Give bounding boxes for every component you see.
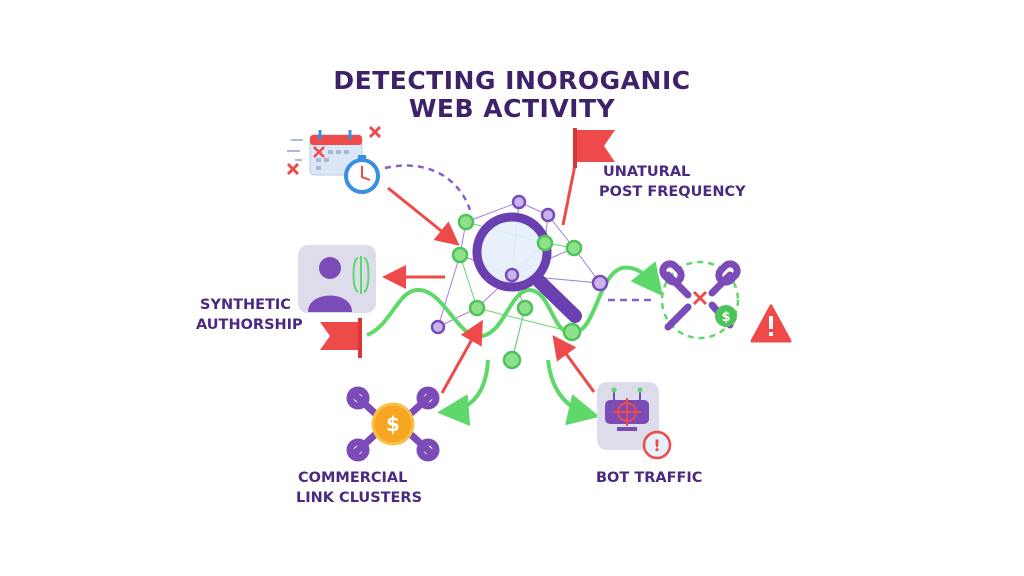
green-arrow-commercial (437, 359, 490, 427)
magnifier-icon (472, 212, 582, 323)
red-flag-left (320, 318, 362, 358)
broken-link-icon (659, 260, 741, 340)
label-synthetic-1: SYNTHETIC (200, 297, 291, 313)
alert-symbol: ! (653, 436, 660, 455)
label-synthetic-2: AUTHORSHIP (196, 317, 303, 333)
network-nodes-purple (430, 194, 609, 335)
red-flag-top (573, 128, 615, 168)
label-post-frequency-2: POST FREQUENCY (599, 184, 746, 200)
synthetic-author-icon (298, 245, 376, 313)
alert-circle-icon (642, 430, 672, 460)
brain-icon (352, 256, 370, 294)
stopwatch-icon (344, 155, 380, 194)
label-post-frequency-1: UNATURAL (603, 164, 691, 180)
title-line-2: WEB ACTIVITY (408, 94, 616, 123)
label-commercial-1: COMMERCIAL (298, 470, 408, 486)
label-bot-traffic: BOT TRAFFIC (596, 470, 703, 486)
label-commercial-2: LINK CLUSTERS (296, 490, 423, 506)
commercial-links-icon (346, 386, 440, 462)
x-mark-icon (368, 125, 382, 139)
green-wave (366, 261, 663, 339)
warning-icon (750, 304, 792, 343)
dollar-icon: $ (386, 412, 400, 436)
bot-icon (597, 382, 659, 450)
x-mark-icon (286, 162, 300, 176)
green-arrow-bot (546, 359, 600, 426)
red-arrows (382, 164, 596, 394)
dollar-icon: $ (721, 310, 730, 325)
dashed-curve-calendar (384, 164, 472, 211)
title-line-1: DETECTING INOROGANIC (333, 66, 691, 95)
network-nodes-green (451, 213, 583, 370)
